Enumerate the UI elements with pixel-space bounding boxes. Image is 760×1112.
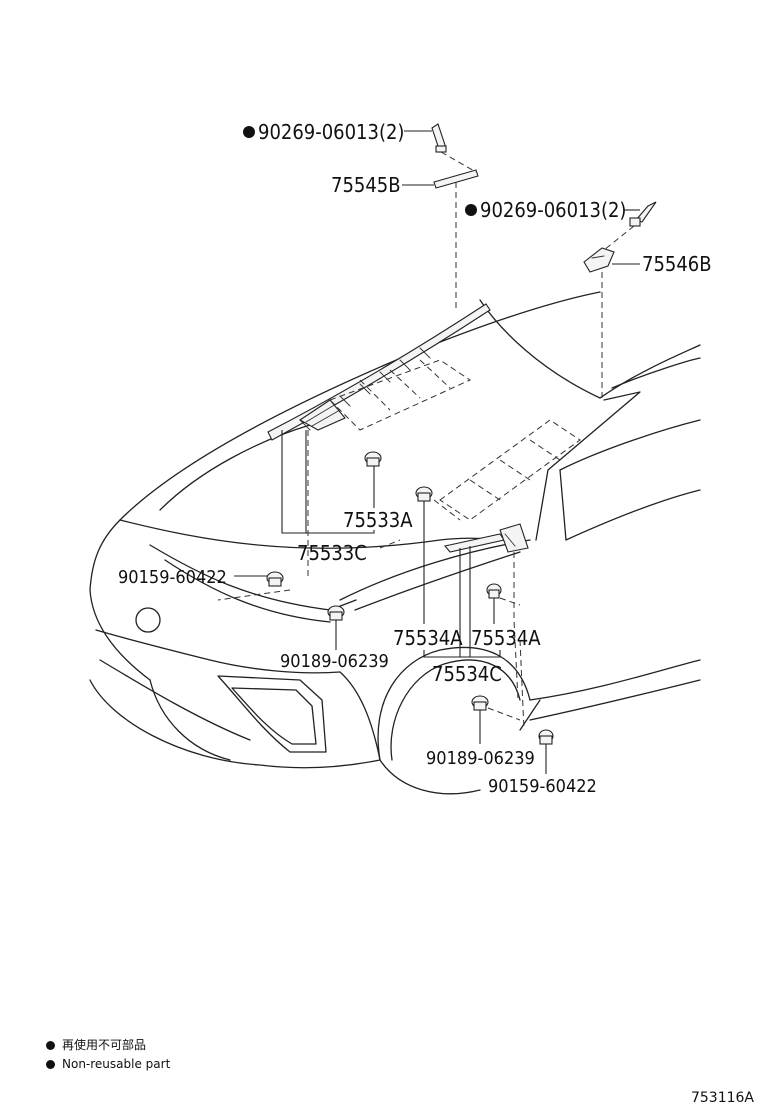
label-clip-right-bottom: 90159-60422 <box>488 776 597 797</box>
legend-row-jp: 再使用不可部品 <box>46 1036 170 1055</box>
label-75534a-right: 75534A <box>471 626 541 650</box>
label-clip-left: 90159-60422 <box>118 567 227 588</box>
label-75534c: 75534C <box>432 662 502 686</box>
clip-75534a-left-icon <box>415 486 433 502</box>
bullet-dot-icon <box>46 1041 55 1050</box>
non-reusable-dot-icon <box>465 204 477 216</box>
clip-75533a-icon <box>364 451 382 467</box>
illustration-code: 753116A <box>690 1090 754 1106</box>
hood-guide-grid-left <box>329 359 472 431</box>
car-body-outline <box>89 291 701 795</box>
part-75545b-icon <box>433 169 479 189</box>
label-75533c: 75533C <box>297 541 367 565</box>
label-screw-right: 90269-06013(2) <box>480 198 626 222</box>
assembly-dashed-lines <box>217 151 635 731</box>
screw-top-icon <box>431 123 447 153</box>
clip-90189-right-icon <box>471 695 489 711</box>
label-75546b: 75546B <box>642 252 712 276</box>
fender-molding <box>443 523 529 553</box>
clip-90159-left-icon <box>266 571 284 587</box>
label-screw-top: 90269-06013(2) <box>258 120 404 144</box>
legend: 再使用不可部品 Non-reusable part <box>46 1036 170 1074</box>
part-75546b-icon <box>583 247 615 273</box>
leader-lines <box>234 130 640 774</box>
legend-text-en: Non-reusable part <box>62 1057 171 1071</box>
label-clip-left-lower: 90189-06239 <box>280 651 389 672</box>
clip-90189-left-icon <box>327 605 345 621</box>
label-75534a-left: 75534A <box>393 626 463 650</box>
bullet-dot-icon <box>46 1060 55 1069</box>
label-75545b: 75545B <box>331 173 401 197</box>
fender-guide-grid-right <box>439 419 581 521</box>
label-75533a: 75533A <box>343 508 413 532</box>
legend-text-jp: 再使用不可部品 <box>62 1038 147 1052</box>
label-clip-right-lower: 90189-06239 <box>426 748 535 769</box>
non-reusable-dot-icon <box>243 126 255 138</box>
screw-right-icon <box>629 201 657 227</box>
clip-90159-right-icon <box>538 729 554 745</box>
legend-row-en: Non-reusable part <box>46 1055 170 1074</box>
cowl-louver <box>267 303 491 441</box>
clip-75534a-right-icon <box>486 583 502 599</box>
